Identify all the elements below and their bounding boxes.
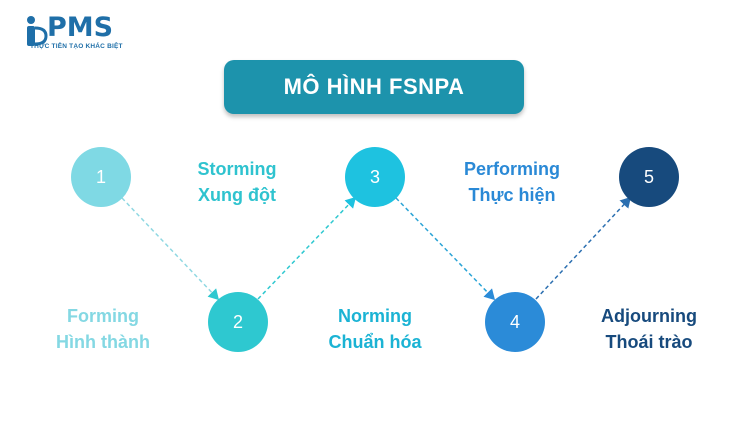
logo-tagline: THỰC TIỄN TẠO KHÁC BIỆT bbox=[30, 43, 123, 50]
stage-label-storming: Storming Xung đột bbox=[162, 156, 312, 208]
node-4-number: 4 bbox=[509, 311, 520, 332]
stage-storming-en: Storming bbox=[197, 159, 277, 179]
node-3-number: 3 bbox=[369, 166, 380, 187]
node-2-number: 2 bbox=[232, 311, 243, 332]
stage-norming-vi: Chuẩn hóa bbox=[328, 332, 422, 352]
stage-label-norming: Norming Chuẩn hóa bbox=[300, 303, 450, 355]
stage-performing-vi: Thực hiện bbox=[468, 185, 556, 205]
node-1: 1 bbox=[71, 147, 131, 207]
node-5: 5 bbox=[619, 147, 679, 207]
stage-norming-en: Norming bbox=[338, 306, 412, 326]
logo-person-icon bbox=[27, 16, 48, 46]
stage-performing-en: Performing bbox=[463, 159, 560, 179]
page-title: MÔ HÌNH FSNPA bbox=[283, 74, 465, 99]
title-banner: MÔ HÌNH FSNPA bbox=[224, 60, 524, 114]
node-2: 2 bbox=[208, 292, 268, 352]
ipms-logo bbox=[22, 14, 122, 54]
stage-label-forming: Forming Hình thành bbox=[28, 303, 178, 355]
node-5-number: 5 bbox=[643, 166, 654, 187]
arrow-4-to-5 bbox=[535, 196, 632, 300]
node-3: 3 bbox=[345, 147, 405, 207]
stage-storming-vi: Xung đột bbox=[198, 185, 276, 205]
arrow-3-to-4 bbox=[395, 197, 496, 301]
stage-forming-vi: Hình thành bbox=[56, 332, 150, 352]
arrow-2-to-3 bbox=[257, 196, 357, 300]
stage-label-performing: Performing Thực hiện bbox=[437, 156, 587, 208]
stage-adjourning-en: Adjourning bbox=[601, 306, 697, 326]
stage-label-adjourning: Adjourning Thoái trào bbox=[574, 303, 724, 355]
logo-wordmark: PMS bbox=[47, 12, 114, 43]
node-4: 4 bbox=[485, 292, 545, 352]
node-1-number: 1 bbox=[95, 166, 106, 187]
arrow-1-to-2 bbox=[121, 197, 220, 301]
stage-adjourning-vi: Thoái trào bbox=[605, 332, 693, 352]
stage-forming-en: Forming bbox=[67, 306, 139, 326]
